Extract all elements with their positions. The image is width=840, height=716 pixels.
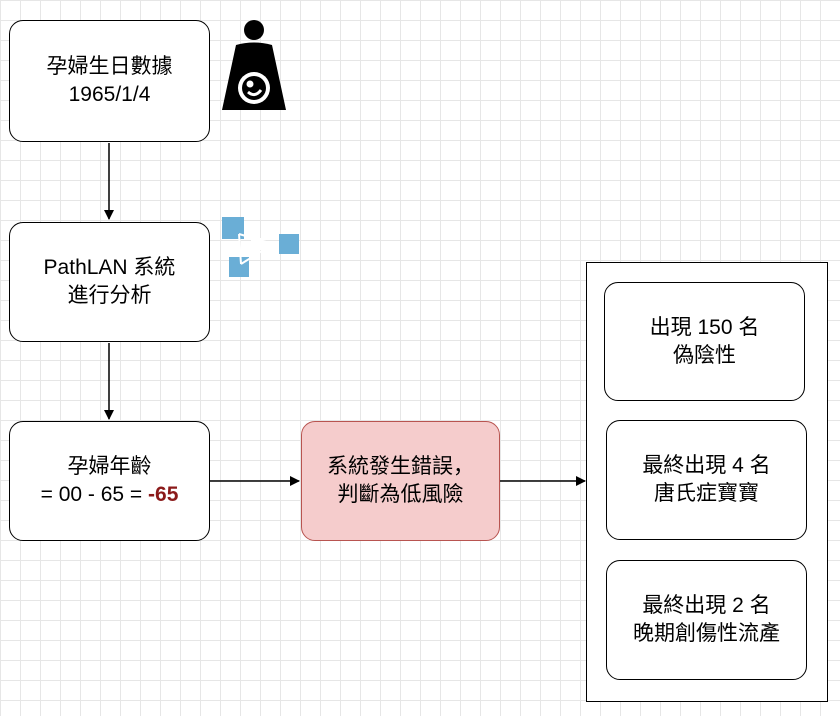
birthday-title: 孕婦生日數據 (46, 55, 173, 78)
system-error-box[interactable]: 系統發生錯誤， 判斷為低風險 (301, 421, 500, 541)
result-2-line-2: 唐氏症寶寶 (654, 482, 759, 505)
maternal-age-box[interactable]: 孕婦年齡 = 00 - 65 = -65 (9, 421, 210, 541)
maternal-age-title: 孕婦年齡 (67, 455, 152, 478)
birthday-data-box[interactable]: 孕婦生日數據 1965/1/4 (9, 20, 210, 142)
pathlan-analysis-box[interactable]: PathLAN 系統 進行分析 (9, 222, 210, 342)
result-down-syndrome-box[interactable]: 最終出現 4 名 唐氏症寶寶 (606, 420, 807, 540)
pathlan-title: PathLAN 系統 (43, 256, 176, 279)
error-line-1: 系統發生錯誤， (327, 455, 474, 478)
result-3-line-1: 最終出現 2 名 (642, 594, 771, 617)
error-line-2: 判斷為低風險 (337, 483, 464, 506)
age-formula-prefix: = 00 - 65 = (40, 483, 149, 506)
result-3-line-2: 晚期創傷性流產 (633, 622, 780, 645)
result-2-line-1: 最終出現 4 名 (642, 454, 771, 477)
age-negative-value: -65 (148, 483, 179, 506)
maternal-age-formula: = 00 - 65 = -65 (41, 481, 179, 509)
pathlan-subtitle: 進行分析 (67, 284, 152, 307)
pregnant-woman-icon (222, 20, 286, 110)
result-1-line-1: 出現 150 名 (649, 315, 760, 339)
network-diagram-icon (222, 217, 299, 277)
result-1-line-2: 偽陰性 (673, 343, 736, 367)
birthday-date: 1965/1/4 (68, 83, 151, 106)
result-false-negative-box[interactable]: 出現 150 名 偽陰性 (604, 282, 805, 401)
result-miscarriage-box[interactable]: 最終出現 2 名 晚期創傷性流產 (606, 560, 807, 680)
